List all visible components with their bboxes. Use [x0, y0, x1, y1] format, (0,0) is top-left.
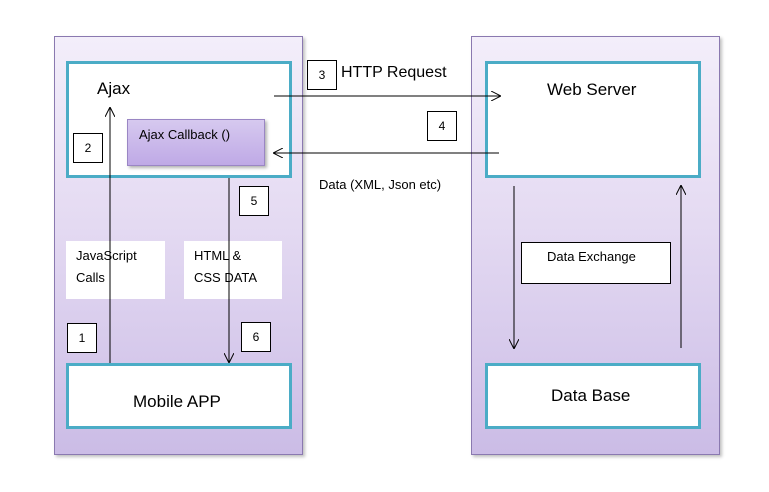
data-response-label: Data (XML, Json etc): [319, 177, 442, 192]
step-4-badge: 4: [427, 111, 457, 141]
step-3-badge: 3: [307, 60, 337, 90]
http-request-label: HTTP Request: [341, 64, 447, 81]
database-label: Data Base: [551, 386, 631, 405]
data-exchange-text: Data Exchange: [547, 249, 636, 264]
data-exchange-label: Data Exchange: [521, 242, 671, 284]
step-6-badge: 6: [241, 322, 271, 352]
web-server-label: Web Server: [547, 80, 637, 99]
step-1-badge: 1: [67, 323, 97, 353]
database-box: [485, 363, 701, 429]
ajax-callback-box: [127, 119, 265, 166]
ajax-callback-label: Ajax Callback (): [139, 127, 231, 142]
mobile-app-box: [66, 363, 292, 429]
mobile-app-label: Mobile APP: [133, 392, 221, 411]
javascript-calls-line1: JavaScript: [76, 248, 137, 263]
javascript-calls-line2: Calls: [76, 270, 105, 285]
web-server-box: [485, 61, 701, 178]
ajax-label: Ajax: [97, 79, 131, 98]
javascript-calls-label: JavaScript Calls: [66, 241, 165, 299]
step-5-badge: 5: [239, 186, 269, 216]
html-css-line2: CSS DATA: [194, 270, 258, 285]
step-2-badge: 2: [73, 133, 103, 163]
